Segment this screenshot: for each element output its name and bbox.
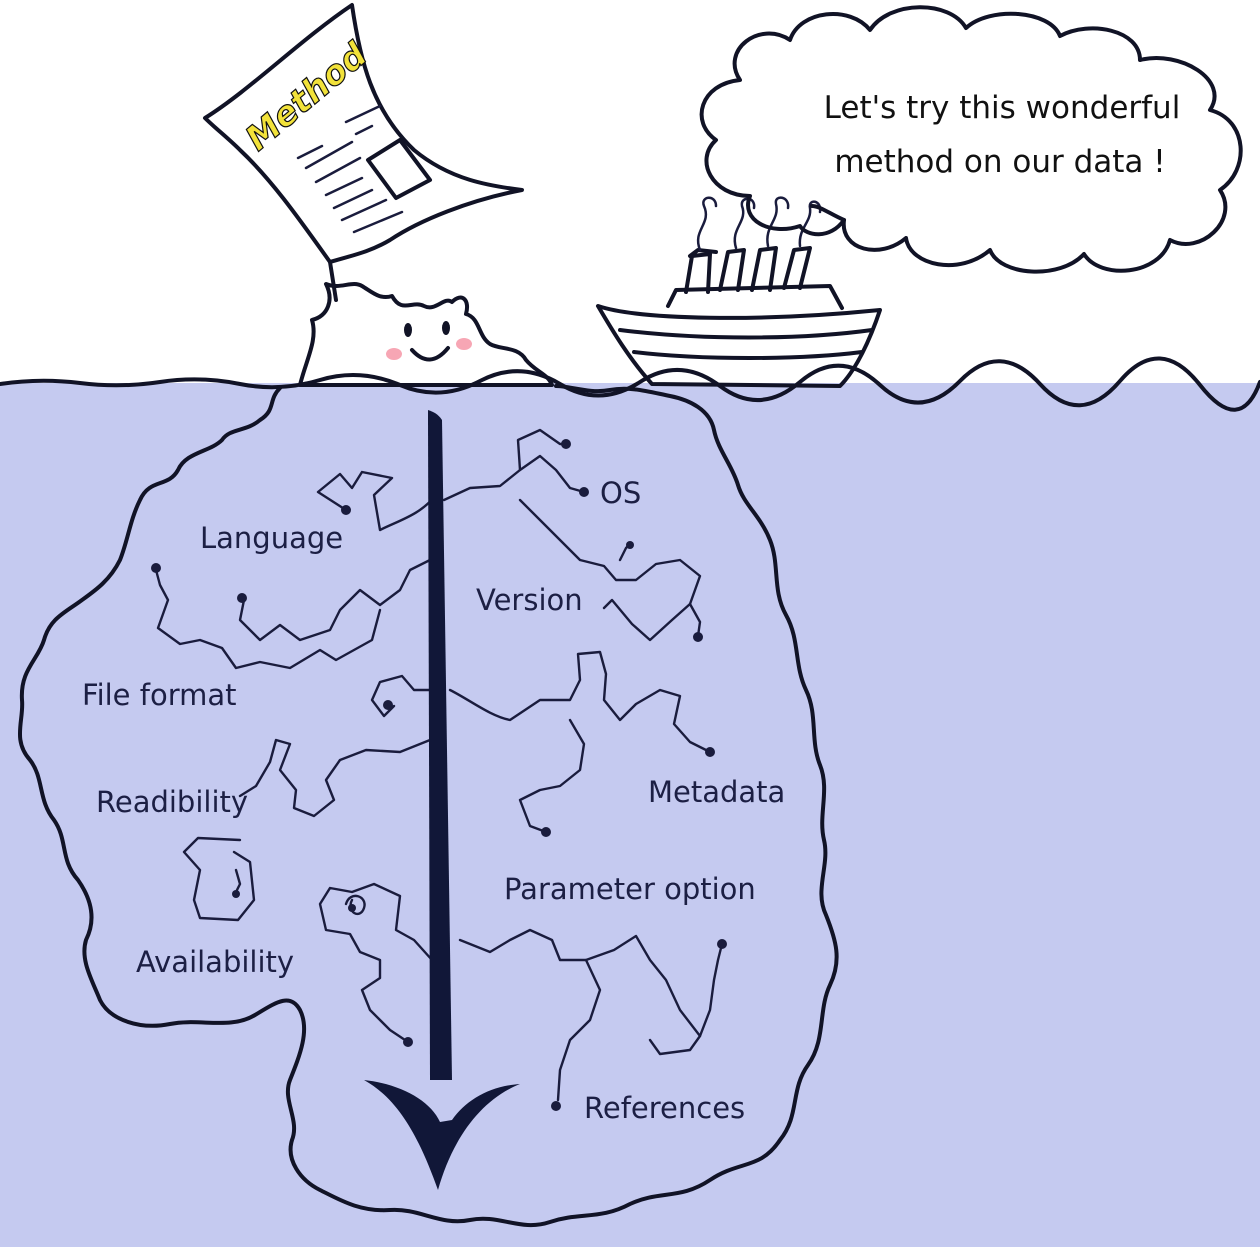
thought-cloud: [699, 5, 1243, 274]
thought-tail: [810, 204, 846, 222]
iceberg-tip: [298, 282, 554, 387]
iceberg-outline: [17, 384, 839, 1228]
paper-post: [328, 260, 338, 302]
label-readibility: Readibility: [96, 785, 248, 819]
ship: [596, 196, 882, 388]
iceberg-left-cheek: [386, 348, 402, 360]
label-version: Version: [476, 583, 583, 617]
label-os: OS: [600, 476, 641, 510]
iceberg-right-eye: [442, 321, 450, 335]
method-paper: Method: [203, 3, 524, 264]
speech-line-1: Let's try this wonderful: [824, 90, 1181, 126]
iceberg-right-cheek: [456, 338, 472, 350]
label-availability: Availability: [136, 945, 294, 979]
label-file-format: File format: [82, 678, 237, 712]
speech-line-2: method on our data !: [834, 144, 1165, 180]
waterline: [0, 356, 1260, 412]
water: [0, 383, 1260, 1247]
depth-arrow: [364, 410, 520, 1190]
method-title: Method: [238, 35, 375, 159]
label-metadata: Metadata: [648, 775, 785, 809]
label-references: References: [584, 1091, 745, 1125]
iceberg-smile: [410, 346, 450, 362]
label-parameter-option: Parameter option: [504, 872, 756, 906]
maze-paths: [151, 428, 727, 1111]
iceberg-left-eye: [404, 323, 412, 337]
label-language: Language: [200, 521, 343, 555]
